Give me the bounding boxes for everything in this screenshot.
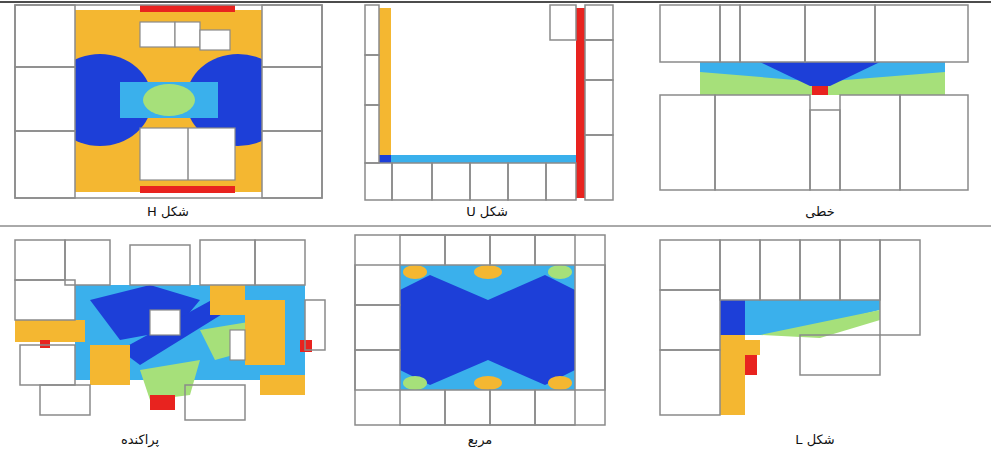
caption: شکل L bbox=[795, 432, 834, 448]
caption: شکل U bbox=[466, 204, 508, 220]
caption: پراکنده bbox=[121, 432, 159, 448]
caption: شکل H bbox=[147, 204, 189, 220]
caption: خطی bbox=[805, 204, 835, 220]
caption: مربع bbox=[468, 432, 493, 448]
